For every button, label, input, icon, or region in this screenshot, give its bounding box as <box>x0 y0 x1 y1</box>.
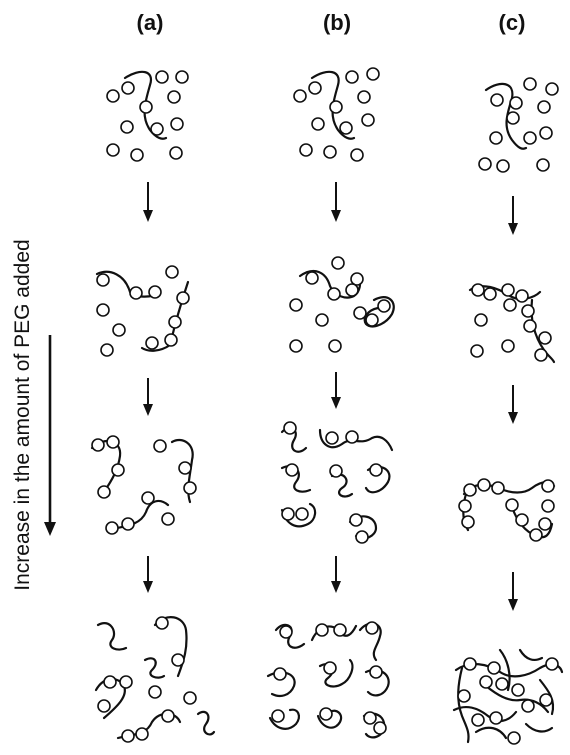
arrow-b-1 <box>331 182 341 222</box>
arrow-a-3 <box>143 556 153 593</box>
arrow-c-2 <box>508 385 518 424</box>
arrow-c-3 <box>508 572 518 611</box>
arrow-b-3 <box>331 556 341 593</box>
stage-c-4 <box>452 648 564 745</box>
column-label-a: (a) <box>137 10 164 35</box>
stage-c-1 <box>478 77 559 173</box>
column-label-c: (c) <box>499 10 526 35</box>
arrow-a-1 <box>143 182 153 222</box>
stage-a-3 <box>90 435 197 535</box>
arrow-c-1 <box>508 196 518 235</box>
arrow-b-2 <box>331 372 341 409</box>
stage-b-3 <box>280 421 394 544</box>
column-label-b: (b) <box>323 10 351 35</box>
side-axis-arrow <box>44 335 56 536</box>
stage-a-4 <box>94 616 216 743</box>
stage-a-2 <box>95 265 190 357</box>
stage-c-3 <box>458 478 556 542</box>
stage-b-4 <box>266 621 390 739</box>
flow-arrows <box>143 182 518 611</box>
stage-b-2 <box>289 256 395 353</box>
stage-a-1 <box>106 70 189 162</box>
stage-b-1 <box>293 67 380 162</box>
arrow-a-2 <box>143 378 153 416</box>
stage-c-2 <box>468 283 556 364</box>
side-axis-label: Increase in the amount of PEG added <box>11 239 34 590</box>
